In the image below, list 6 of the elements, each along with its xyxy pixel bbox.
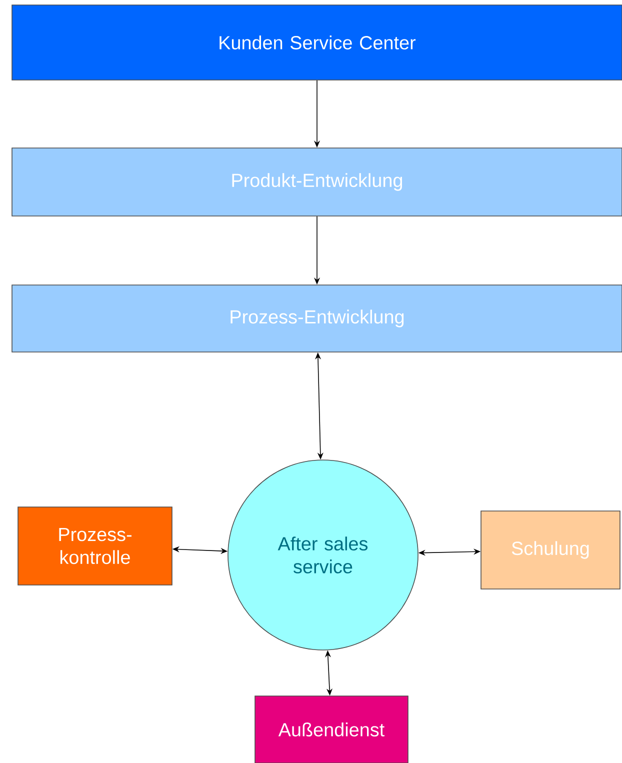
process-box: Kunden Service Center (12, 4, 622, 80)
process-box: Prozess-Entwicklung (12, 284, 622, 352)
process-box: Prozess-kontrolle (18, 506, 172, 586)
process-box: Produkt-Entwicklung (12, 148, 622, 216)
process-box: Außendienst (254, 696, 408, 763)
process-box: Schulung (480, 510, 620, 590)
